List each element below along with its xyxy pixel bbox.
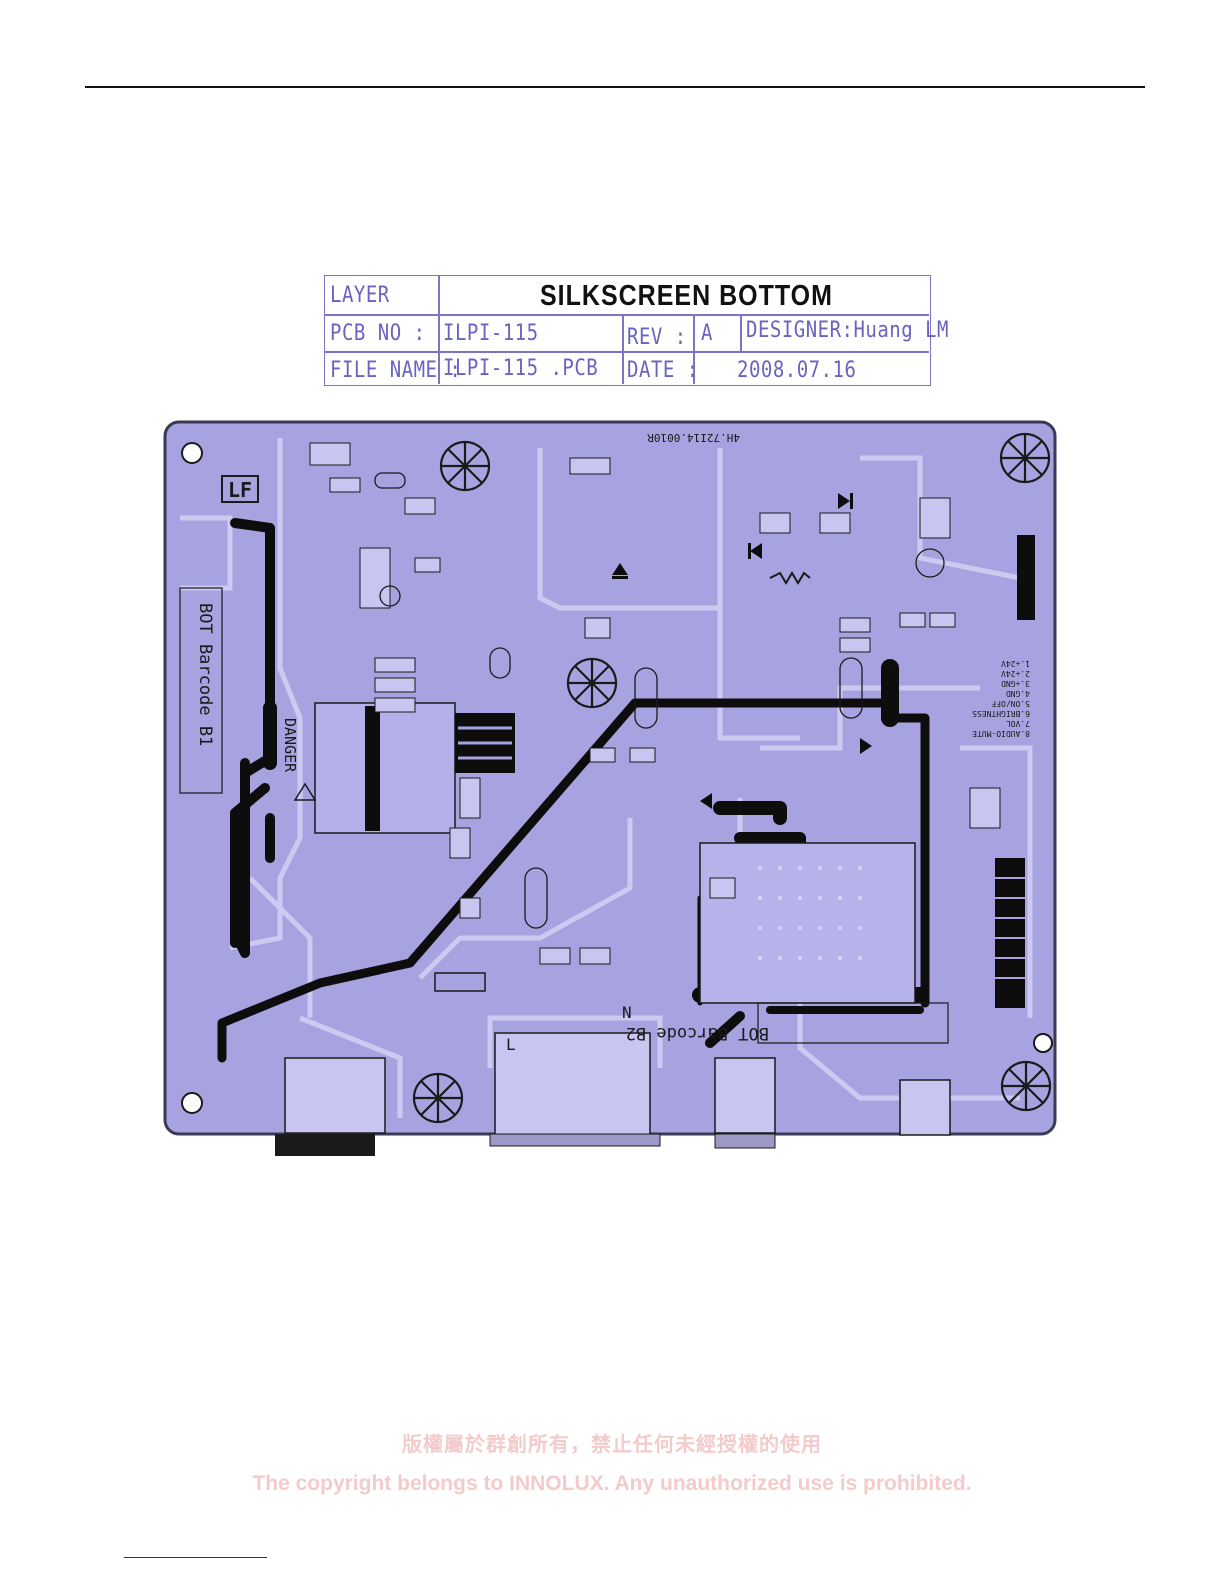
heatsink-area — [699, 842, 916, 1004]
title-block-divider — [622, 314, 624, 384]
bottom-connectors — [284, 1032, 951, 1144]
header-rule — [85, 86, 1145, 88]
layer-value: SILKSCREEN BOTTOM — [540, 279, 833, 313]
copyright-chinese: 版權屬於群創所有，禁止任何未經授權的使用 — [402, 1432, 822, 1456]
pin-legend-item: 6.BRIGHTNESS — [972, 709, 1030, 718]
diodes — [612, 493, 872, 809]
title-block: LAYER SILKSCREEN BOTTOM PCB NO : ILPI-11… — [324, 275, 948, 386]
file-name-value: ILPI-115 .PCB — [443, 355, 599, 381]
transformer-t501 — [314, 702, 456, 834]
lf-mark: LF — [228, 478, 252, 502]
screw-wheels — [412, 432, 1052, 1124]
small-components — [309, 442, 1001, 965]
pin-legend: 1.+24V 2.+24V 3.+GND 4.GND 5.ON/OFF 6.BR… — [972, 659, 1030, 738]
layer-label: LAYER — [330, 282, 390, 308]
part-number-label: 4H.72I14.0010R — [647, 431, 740, 444]
resistor-symbol — [769, 571, 811, 585]
title-block-divider — [325, 351, 929, 353]
via-grid — [758, 866, 862, 960]
barcode-b1-box — [179, 587, 223, 794]
date-value: 2008.07.16 — [737, 357, 857, 383]
switch-body — [275, 1134, 375, 1156]
lf-mark-box — [221, 475, 259, 503]
label-l: L — [506, 1035, 516, 1054]
pin-legend-item: 4.GND — [1006, 689, 1030, 698]
pin-legend-item: 3.+GND — [1001, 679, 1030, 688]
connector-cn801 — [1017, 535, 1035, 620]
pcb-no-label: PCB NO : — [330, 320, 426, 346]
label-n: N — [622, 1003, 632, 1022]
rev-label: REV : — [627, 324, 687, 350]
date-label: DATE : — [627, 357, 699, 383]
barcode-b2-box — [757, 1002, 949, 1044]
pin-legend-item: 7.VOL — [1006, 719, 1030, 728]
file-name-label: FILE NAME : — [330, 357, 462, 383]
connector-cn802 — [995, 858, 1025, 1008]
pin-legend-item: 5.ON/OFF — [991, 699, 1030, 708]
fuse-fw801 — [434, 972, 486, 992]
title-block-divider — [325, 314, 929, 316]
copyright-english: The copyright belongs to INNOLUX. Any un… — [252, 1472, 972, 1495]
oval-components — [374, 472, 945, 929]
pcb-silkscreen-image: 4H.72I14.0010R BOT Barcode B1 BOT Barcod… — [160, 418, 1060, 1164]
danger-label: DANGER — [281, 718, 299, 773]
title-block-divider — [438, 276, 440, 384]
pin-legend-item: 2.+24V — [1001, 669, 1030, 678]
title-block-divider — [693, 314, 695, 384]
pcb-no-value: ILPI-115 — [443, 320, 539, 346]
pin-legend-item: 1.+24V — [1001, 659, 1030, 668]
barcode-b1-label: BOT Barcode B1 — [195, 603, 215, 746]
danger-triangle — [293, 782, 317, 801]
title-block-divider — [740, 314, 742, 351]
rev-value: A — [701, 320, 713, 346]
designer: DESIGNER:Huang LM — [746, 317, 949, 343]
barcode-b2-label: BOT Barcode B2 — [626, 1023, 769, 1043]
pin-legend-item: 8.AUDIO-MUTE — [972, 729, 1030, 738]
pcb-board-drawing: 4H.72I14.0010R BOT Barcode B1 BOT Barcod… — [163, 420, 1057, 1156]
footnote-rule — [124, 1557, 267, 1558]
